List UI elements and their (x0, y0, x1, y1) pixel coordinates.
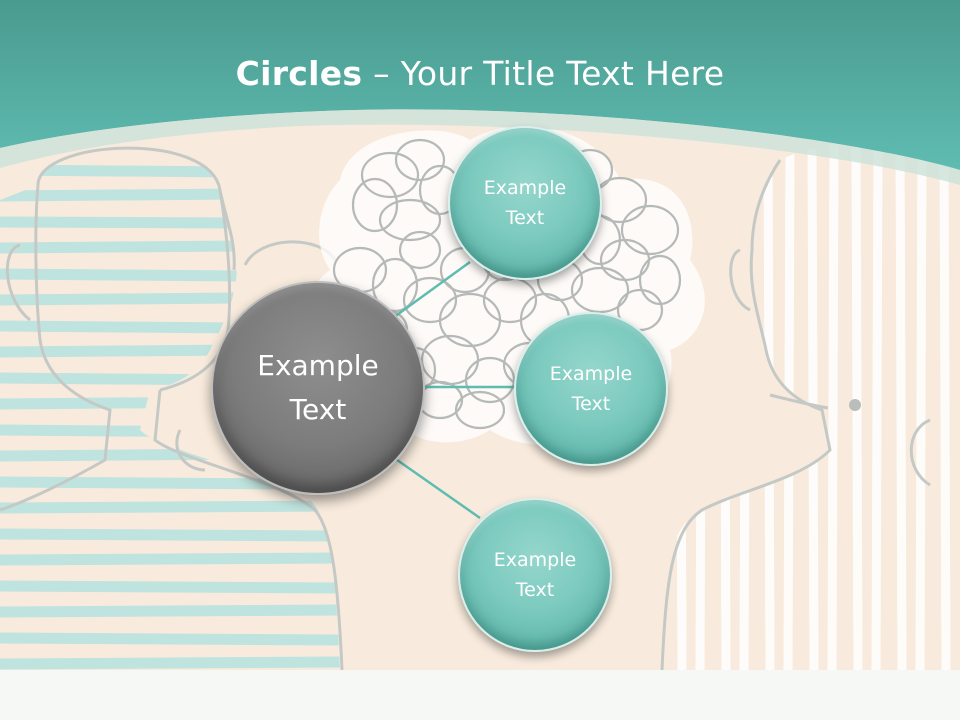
connector-lines (389, 260, 515, 520)
center-circle-label: Example Text (257, 349, 379, 426)
satellite-circle-middle[interactable]: Example Text (514, 312, 668, 466)
satellite-circle-top[interactable]: Example Text (448, 126, 602, 280)
slide-title: Circles – Your Title Text Here (0, 54, 960, 93)
satellite-label: Example Text (493, 549, 577, 601)
title-rest: – Your Title Text Here (362, 54, 725, 93)
center-circle[interactable]: Example Text (211, 281, 425, 495)
satellite-label: Example Text (483, 177, 567, 229)
title-bold: Circles (235, 54, 363, 93)
satellite-label: Example Text (549, 363, 633, 415)
satellite-circle-bottom[interactable]: Example Text (458, 498, 612, 652)
left-figure-icon (0, 164, 340, 670)
